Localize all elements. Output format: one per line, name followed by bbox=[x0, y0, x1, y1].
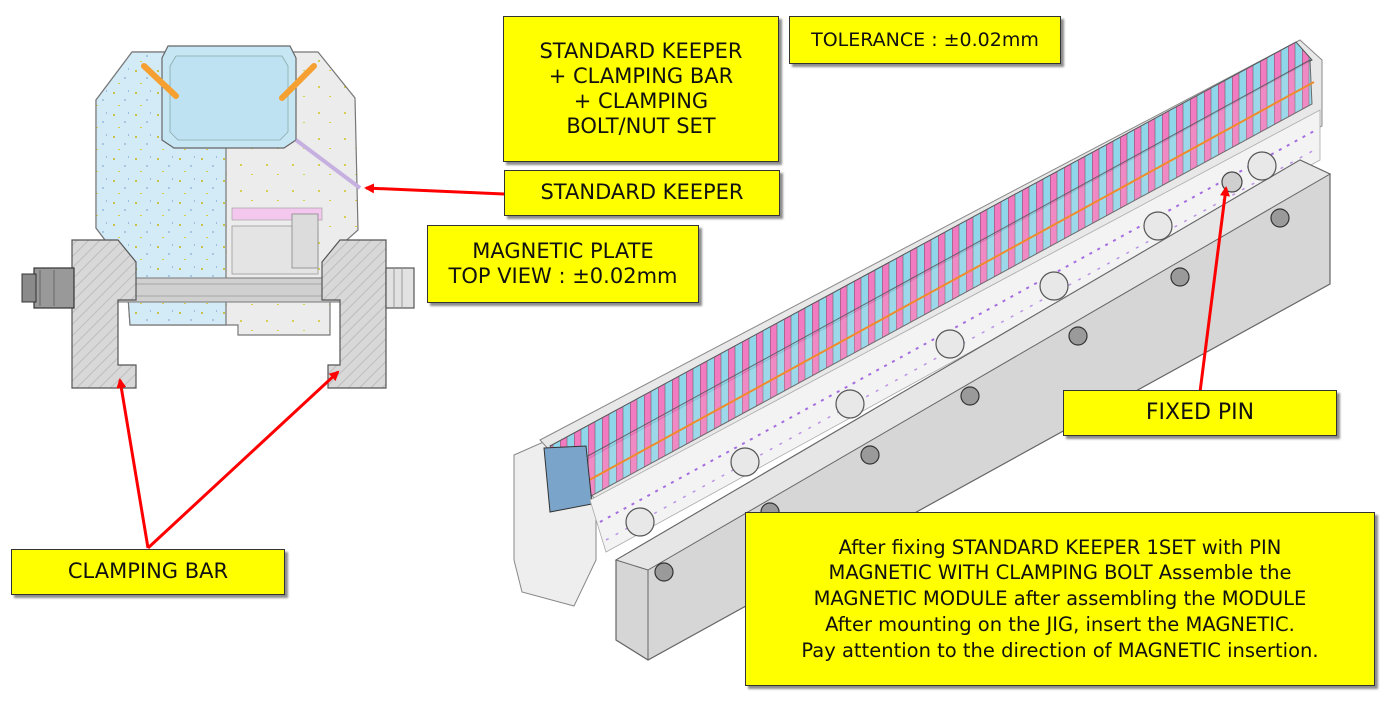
clamping-bar-callout: CLAMPING BAR bbox=[11, 549, 285, 595]
keeper-set-callout: STANDARD KEEPER + CLAMPING BAR + CLAMPIN… bbox=[503, 16, 779, 162]
magnetic-plate-callout: MAGNETIC PLATE TOP VIEW : ±0.02mm bbox=[427, 225, 699, 303]
cross-section-view bbox=[21, 45, 415, 389]
instructions-callout: After fixing STANDARD KEEPER 1SET with P… bbox=[745, 512, 1375, 686]
module-3d-view bbox=[513, 39, 1332, 661]
fixed-pin-callout: FIXED PIN bbox=[1063, 390, 1337, 436]
standard-keeper-callout: STANDARD KEEPER bbox=[504, 170, 780, 216]
callout-arrows bbox=[116, 183, 1230, 550]
tolerance-callout: TOLERANCE : ±0.02mm bbox=[789, 16, 1061, 64]
